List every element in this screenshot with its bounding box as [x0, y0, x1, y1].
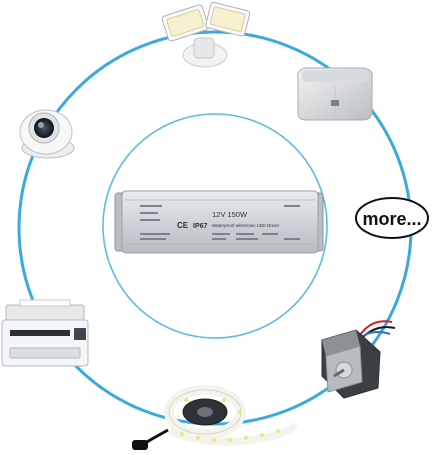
ip-rating: IP67	[193, 223, 208, 230]
printer-icon	[1, 299, 89, 367]
driver-spec: 12V 150W	[212, 210, 248, 219]
ce-mark: CE	[177, 221, 189, 230]
driver-product-name: Waterproof electronic LED Driver	[212, 223, 280, 228]
led-strip-icon	[132, 385, 299, 450]
speaker-icon	[297, 67, 373, 121]
stepper-motor-icon	[321, 320, 396, 399]
driver-fine-print-right	[212, 205, 300, 240]
inner-ring	[102, 113, 328, 339]
more-badge: more...	[355, 197, 429, 239]
more-badge-text: more...	[362, 209, 421, 229]
security-camera-icon	[19, 109, 75, 159]
led-driver: CE IP67 12V 150W Waterproof electronic L…	[114, 190, 324, 254]
driver-fine-print-left	[140, 205, 170, 240]
flood-light-icon	[161, 1, 251, 68]
